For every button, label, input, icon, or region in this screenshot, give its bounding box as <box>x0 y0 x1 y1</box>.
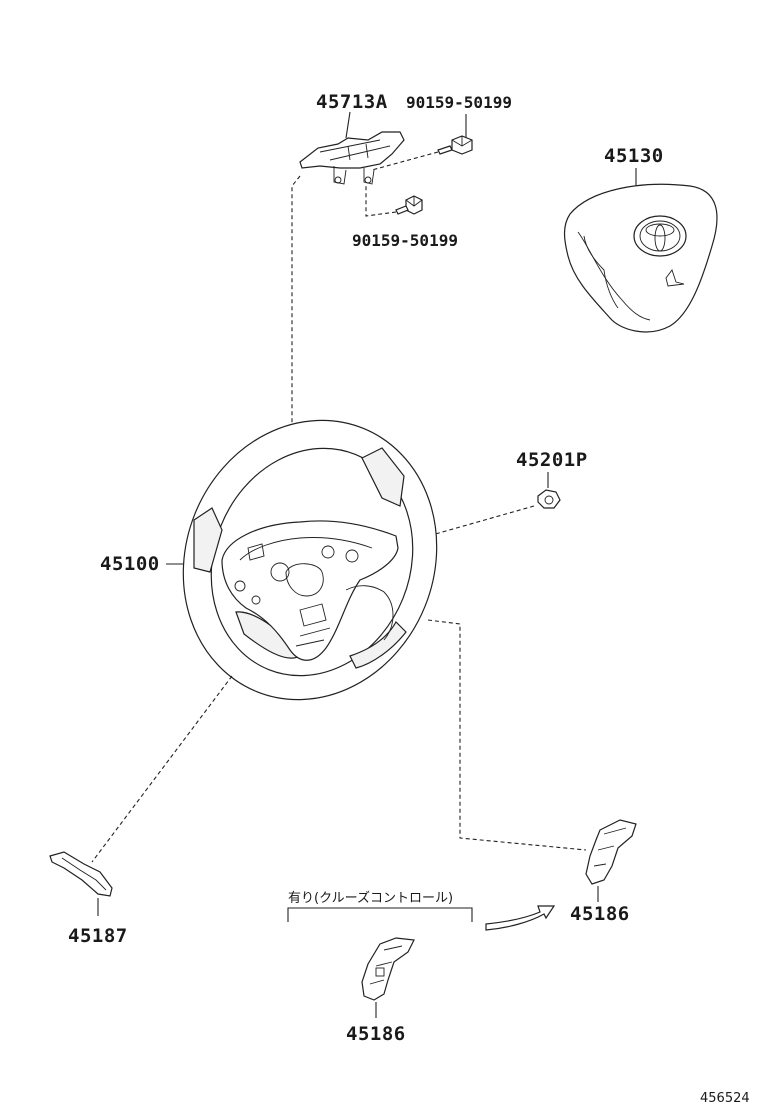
nut-icon <box>537 489 561 509</box>
wheel-to-right-cover-line <box>427 619 587 851</box>
arrow-right-icon <box>485 905 556 931</box>
screw-bottom-icon <box>395 195 423 215</box>
airbag-module-part <box>563 183 718 333</box>
cruise-control-bracket <box>287 907 473 922</box>
screw-top-icon <box>437 135 473 155</box>
right-cover-part-number: 45186 <box>570 903 630 925</box>
left-cover-part-number: 45187 <box>68 925 128 947</box>
screw-bottom-part-number: 90159-50199 <box>352 231 458 250</box>
cruise-cover-45186-part <box>361 937 415 1001</box>
bracket-leader <box>345 111 351 139</box>
airbag-part-number: 45130 <box>604 145 664 167</box>
nut-part-number: 45201P <box>516 449 588 471</box>
wheel-to-left-cover-line <box>91 675 233 863</box>
right-cover-45186-part <box>585 819 637 885</box>
screw-bottom-axis <box>365 186 397 217</box>
bracket-part-number: 45713A <box>316 91 388 113</box>
wheel-part-number: 45100 <box>100 553 160 575</box>
screw-top-part-number: 90159-50199 <box>406 93 512 112</box>
screw-top-axis <box>371 151 439 171</box>
steering-wheel-part <box>182 419 438 701</box>
cruise-cover-part-number: 45186 <box>346 1023 406 1045</box>
diagram-id: 456524 <box>700 1091 750 1106</box>
cruise-control-note: 有り(クルーズコントロール) <box>288 890 453 906</box>
bracket-45713a-part <box>299 131 405 185</box>
left-cover-45187-part <box>49 851 113 897</box>
